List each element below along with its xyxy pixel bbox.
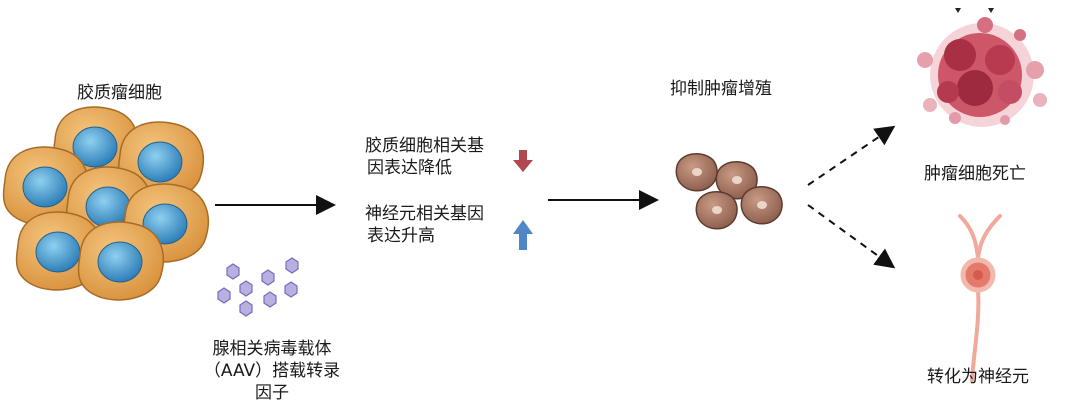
label-aav-line3: 因子: [255, 383, 289, 403]
label-neuron-genes-line2: 表达升高: [367, 226, 435, 246]
label-aav: 腺相关病毒载体 （AAV）搭载转录 因子: [192, 338, 352, 404]
label-aav-line1: 腺相关病毒载体: [212, 339, 332, 359]
label-neuron-genes-line1: 神经元相关基因: [365, 204, 484, 224]
up-arrow-icon: [513, 220, 533, 250]
label-glial-genes-line1: 胶质细胞相关基: [365, 136, 484, 156]
glioma-cell-cluster: [2, 106, 209, 301]
neuron-icon: [958, 214, 1002, 382]
label-to-neuron: 转化为神经元: [927, 367, 1029, 387]
dead-tumor-cluster: [917, 8, 1047, 127]
dashed-arrow-down: [807, 204, 896, 269]
label-neuron-genes: 神经元相关基因 表达升高: [365, 203, 484, 247]
aav-particles: [217, 257, 299, 317]
down-arrow-icon: [513, 150, 533, 172]
label-glioma-cells: 胶质瘤细胞: [77, 83, 162, 103]
label-aav-line2: （AAV）搭载转录: [203, 361, 341, 381]
label-glial-genes: 胶质细胞相关基 因表达降低: [365, 135, 484, 179]
label-inhibit-proliferation: 抑制肿瘤增殖: [670, 79, 772, 99]
dashed-arrow-up: [807, 125, 896, 186]
tumor-cells: [675, 153, 783, 230]
label-glial-genes-line2: 因表达降低: [367, 158, 452, 178]
label-tumor-death: 肿瘤细胞死亡: [924, 164, 1026, 184]
